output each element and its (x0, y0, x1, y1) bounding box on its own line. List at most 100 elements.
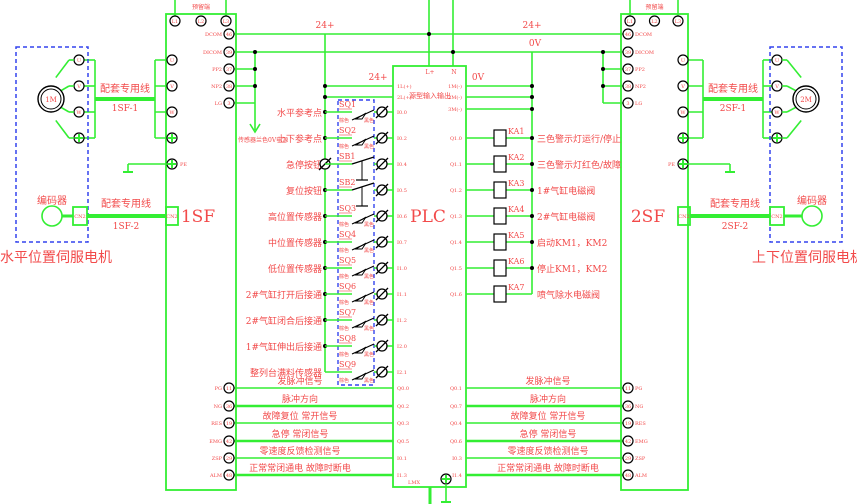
terminal-DCOM (223, 28, 235, 40)
plc-terminal-label: 1M(-) (448, 83, 462, 90)
motor-title: 上下位置伺服电机 (752, 250, 857, 266)
plc-input-address: I1.2 (397, 318, 407, 324)
sensor-power-label: 传感器兰色0V电源 (238, 136, 288, 144)
plc-input-address: I0.2 (397, 136, 407, 142)
junction-dot (323, 84, 327, 88)
terminal-LG (622, 97, 634, 109)
servo-motor-inner (40, 88, 62, 110)
plc-address: I1.3 (397, 473, 407, 479)
terminal-label: RES (635, 421, 646, 427)
motor-lead (786, 59, 802, 79)
terminal-L3-number: L3 (675, 19, 682, 25)
terminal-label: LG (215, 101, 222, 107)
terminal-slash (375, 287, 389, 301)
wire-color-label: 棕色 (339, 299, 349, 306)
plc-output-address: Q1.3 (450, 214, 462, 220)
motor-title: 水平位置伺服电机 (0, 250, 112, 266)
relay-coil-icon (493, 129, 507, 147)
terminal-V-number: V (680, 84, 685, 90)
junction-dot (253, 50, 257, 54)
terminal-label: ZSP (212, 456, 223, 462)
output-label: 2#气缸电磁阀 (537, 211, 595, 223)
junction-dot (601, 84, 605, 88)
plc-label: PLC (410, 207, 446, 227)
plc-address: Q0.0 (397, 386, 409, 392)
motor-terminal-U-number: U (77, 58, 81, 64)
terminal-slash (375, 261, 389, 275)
terminal-PP2 (223, 63, 235, 75)
terminal-EMG (622, 435, 634, 447)
terminal-NG-number: 36 (625, 404, 631, 410)
encoder-icon (801, 205, 823, 227)
terminal-label: PP2 (635, 67, 645, 73)
terminal-NP2 (223, 80, 235, 92)
terminal-U (166, 54, 178, 66)
terminal-label: DICOM (635, 50, 654, 56)
output-label: 三色警示灯运行/停止 (537, 133, 621, 145)
terminal-W (677, 106, 689, 118)
terminal-NP2 (622, 80, 634, 92)
sensor-triangle-icon (354, 138, 367, 146)
signal-label: 急停 常闭信号 (520, 428, 577, 440)
servo-motor-icon (792, 85, 820, 113)
plc-input-address: I0.6 (397, 214, 407, 220)
terminal-label: NP2 (211, 84, 222, 90)
junction-dot (530, 162, 534, 166)
device-SQ8: SQ8 (339, 334, 356, 343)
plc-terminal-label: 3M(-) (448, 106, 462, 113)
terminal-PP2-number: 37 (625, 67, 631, 73)
wire-color-label: 黑色 (364, 247, 374, 254)
device-SQ2: SQ2 (339, 126, 356, 135)
plc-input-address: I0.4 (397, 162, 407, 168)
cable-id: 2SF-2 (722, 222, 749, 232)
terminal-PP2 (622, 63, 634, 75)
terminal-label: PG (215, 386, 222, 392)
plc-input-address: I0.0 (397, 110, 407, 116)
signal-label: 正常常闭通电 故障时断电 (497, 462, 599, 474)
terminal-LG (223, 97, 235, 109)
terminal-NG (622, 400, 634, 412)
wire-color-label: 黑色 (364, 273, 374, 280)
terminal-EMG (223, 435, 235, 447)
device-SQ9: SQ9 (339, 360, 356, 369)
device-SQ7: SQ7 (339, 308, 356, 317)
wire-color-label: 棕色 (339, 247, 349, 254)
motor-terminal-U-number: U (775, 58, 779, 64)
terminal-L3 (672, 15, 684, 27)
terminal-RES-number: 19 (226, 421, 232, 427)
terminal-label: DICOM (203, 50, 222, 56)
cn2-label: CN2 (166, 214, 177, 220)
junction-dot (530, 266, 534, 270)
terminal-L1-number: L1 (627, 19, 634, 25)
terminal-V (166, 80, 178, 92)
cable-label: 配套专用线 (708, 82, 758, 95)
input-label: 复位按钮 (286, 185, 322, 197)
junction-dot (530, 136, 534, 140)
plc-address: Q0.4 (450, 421, 462, 427)
input-label: 急停按钮 (286, 159, 322, 171)
terminal-label: NG (214, 404, 222, 410)
relay-coil-icon (493, 233, 507, 251)
servo-motor-icon (37, 85, 65, 113)
relay-coil-icon (493, 207, 507, 225)
terminal-label: DCOM (635, 32, 652, 38)
signal-label: 故障复位 常开信号 (511, 410, 586, 422)
cable-id: 2SF-1 (720, 104, 747, 114)
output-label: 启动KM1，KM2 (537, 237, 607, 249)
output-label: 1#气缸电磁阀 (537, 185, 595, 197)
terminal-slash (375, 313, 389, 327)
drive-name: 1SF (181, 207, 215, 227)
junction-dot (253, 84, 257, 88)
relay-KA3: KA3 (508, 179, 525, 188)
device-SQ4: SQ4 (339, 230, 356, 239)
wire-color-label: 棕色 (339, 351, 349, 358)
wire-color-label: 黑色 (364, 325, 374, 332)
terminal-slash (375, 209, 389, 223)
motor-id: 2M (800, 96, 812, 104)
terminal-LG-number: 3 (626, 101, 629, 107)
terminal-V (677, 80, 689, 92)
servo-drive-left (165, 13, 237, 491)
motor-terminal-V-number: V (774, 84, 779, 90)
terminal-W-number: W (169, 110, 175, 116)
terminal-PP2-number: 37 (226, 67, 232, 73)
